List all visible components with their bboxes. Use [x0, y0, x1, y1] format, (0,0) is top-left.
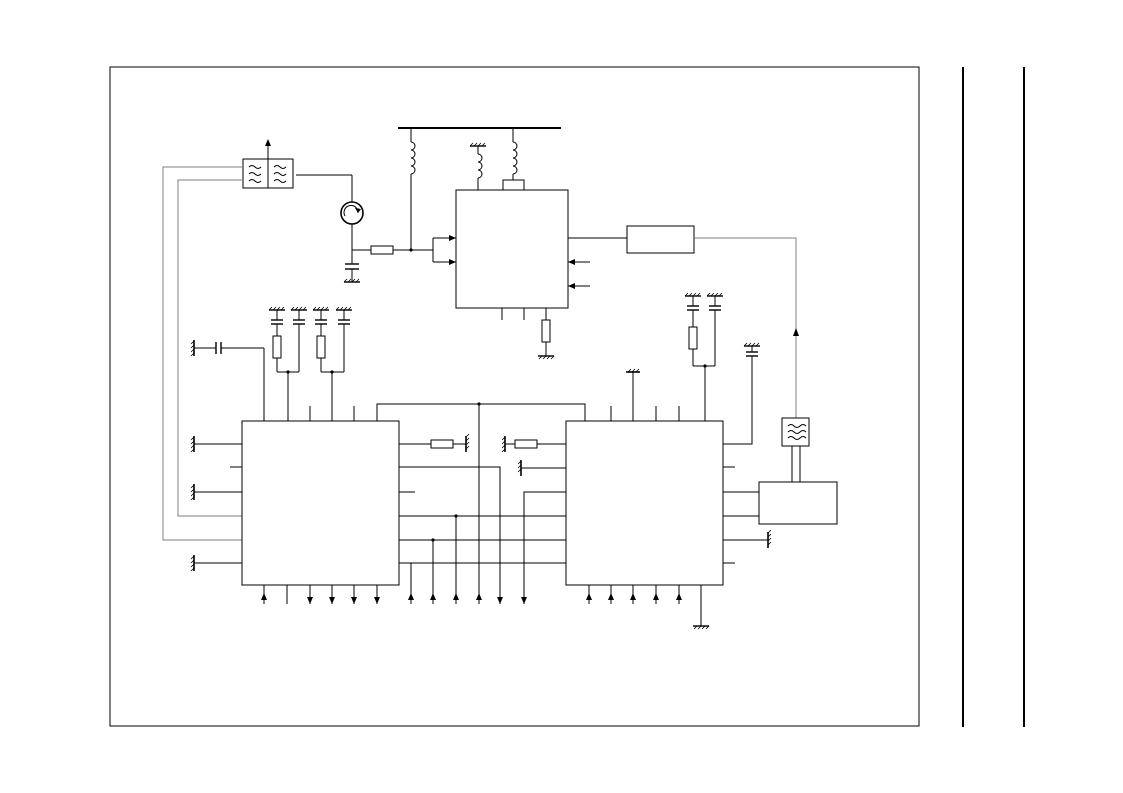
- ic-right-pins: [586, 368, 772, 630]
- ic-left: [241, 420, 400, 586]
- rc-network-right: [684, 292, 761, 445]
- capacitor-osc: [343, 263, 361, 283]
- block-right: [758, 481, 838, 525]
- oscillator: [296, 174, 364, 264]
- resistor-top-ic: [537, 319, 555, 360]
- ic-left-pins: [190, 435, 380, 604]
- resistor-mid-left: [399, 433, 470, 452]
- ic-top: [455, 189, 569, 309]
- diagram-frame: [109, 66, 920, 727]
- ic-right: [565, 420, 724, 586]
- rc-network-left: [268, 306, 355, 421]
- resistor-mid-right: [501, 436, 567, 453]
- ic-top-pins: [432, 235, 627, 320]
- inductor-2: [469, 142, 487, 190]
- inter-ic-bus: [399, 404, 567, 604]
- block-top-right: [626, 225, 695, 254]
- filter-right: [781, 417, 810, 482]
- inductor-1: [410, 128, 416, 250]
- duplexer-filter: [242, 139, 294, 189]
- capacitor-left: [190, 339, 265, 421]
- inductor-3: [502, 128, 525, 191]
- ground-mid: [517, 460, 567, 476]
- resistor-osc: [352, 245, 433, 255]
